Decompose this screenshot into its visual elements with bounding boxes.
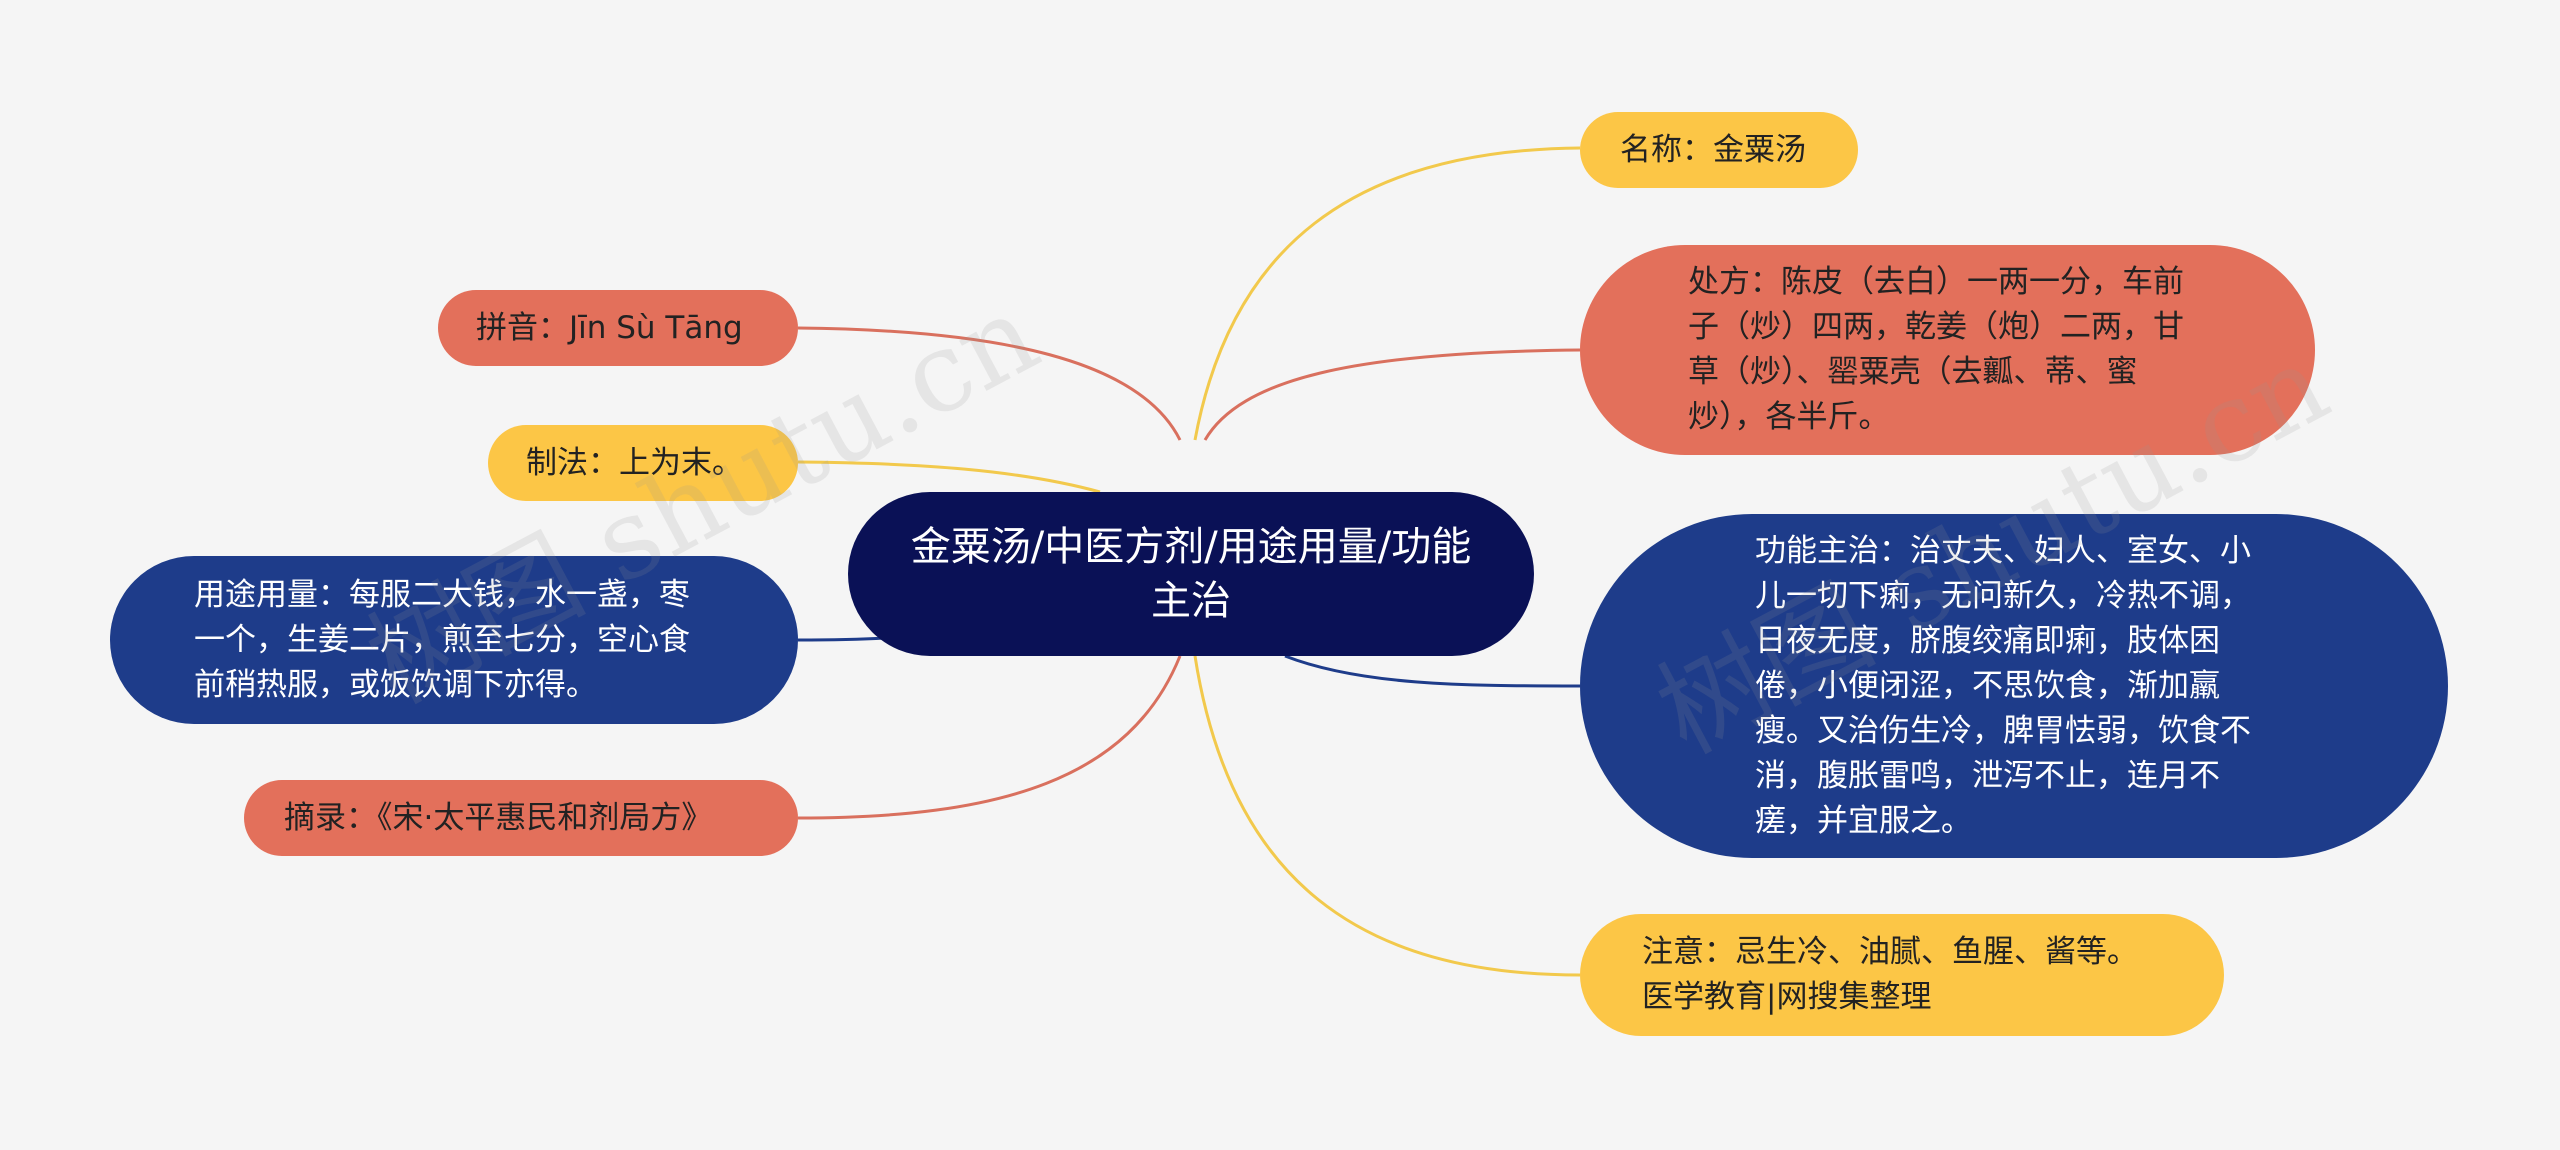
node-method[interactable]: 制法：上为末。 — [488, 425, 798, 501]
node-source-label: 摘录：《宋·太平惠民和剂局方》 — [284, 799, 713, 836]
link-caution — [1193, 655, 1581, 977]
node-pinyin[interactable]: 拼音：Jīn Sù Tāng — [438, 290, 798, 366]
link-usage — [797, 636, 886, 642]
node-usage-label: 用途用量：每服二大钱，水一盏，枣一个，生姜二片，煎至七分，空心食前稍热服，或饭饮… — [194, 576, 690, 703]
node-source[interactable]: 摘录：《宋·太平惠民和剂局方》 — [244, 780, 798, 856]
node-prescription[interactable]: 处方：陈皮（去白）一两一分，车前子（炒）四两，乾姜（炮）二两，甘草（炒）、罂粟壳… — [1580, 245, 2315, 455]
link-name — [1193, 146, 1581, 441]
node-pinyin-label: 拼音：Jīn Sù Tāng — [476, 309, 743, 346]
node-method-label: 制法：上为末。 — [526, 444, 743, 481]
link-prescription — [1203, 348, 1581, 441]
link-source — [797, 655, 1182, 820]
node-caution-label: 注意：忌生冷、油腻、鱼腥、酱等。医学教育|网搜集整理 — [1642, 934, 2138, 1015]
node-function[interactable]: 功能主治：治丈夫、妇人、室女、小儿一切下痢，无问新久，冷热不调，日夜无度，脐腹绞… — [1580, 514, 2448, 858]
node-usage[interactable]: 用途用量：每服二大钱，水一盏，枣一个，生姜二片，煎至七分，空心食前稍热服，或饭饮… — [110, 556, 798, 724]
link-method — [797, 460, 1101, 494]
node-name-label: 名称：金粟汤 — [1620, 131, 1806, 168]
node-prescription-label: 处方：陈皮（去白）一两一分，车前子（炒）四两，乾姜（炮）二两，甘草（炒）、罂粟壳… — [1688, 264, 2184, 435]
central-topic[interactable]: 金粟汤/中医方剂/用途用量/功能主治 — [848, 492, 1534, 656]
link-function — [1284, 654, 1581, 688]
node-function-label: 功能主治：治丈夫、妇人、室女、小儿一切下痢，无问新久，冷热不调，日夜无度，脐腹绞… — [1755, 532, 2251, 839]
link-pinyin — [797, 326, 1182, 441]
node-caution[interactable]: 注意：忌生冷、油腻、鱼腥、酱等。医学教育|网搜集整理 — [1580, 914, 2224, 1036]
node-name[interactable]: 名称：金粟汤 — [1580, 112, 1858, 188]
central-topic-label: 金粟汤/中医方剂/用途用量/功能主治 — [910, 524, 1472, 624]
